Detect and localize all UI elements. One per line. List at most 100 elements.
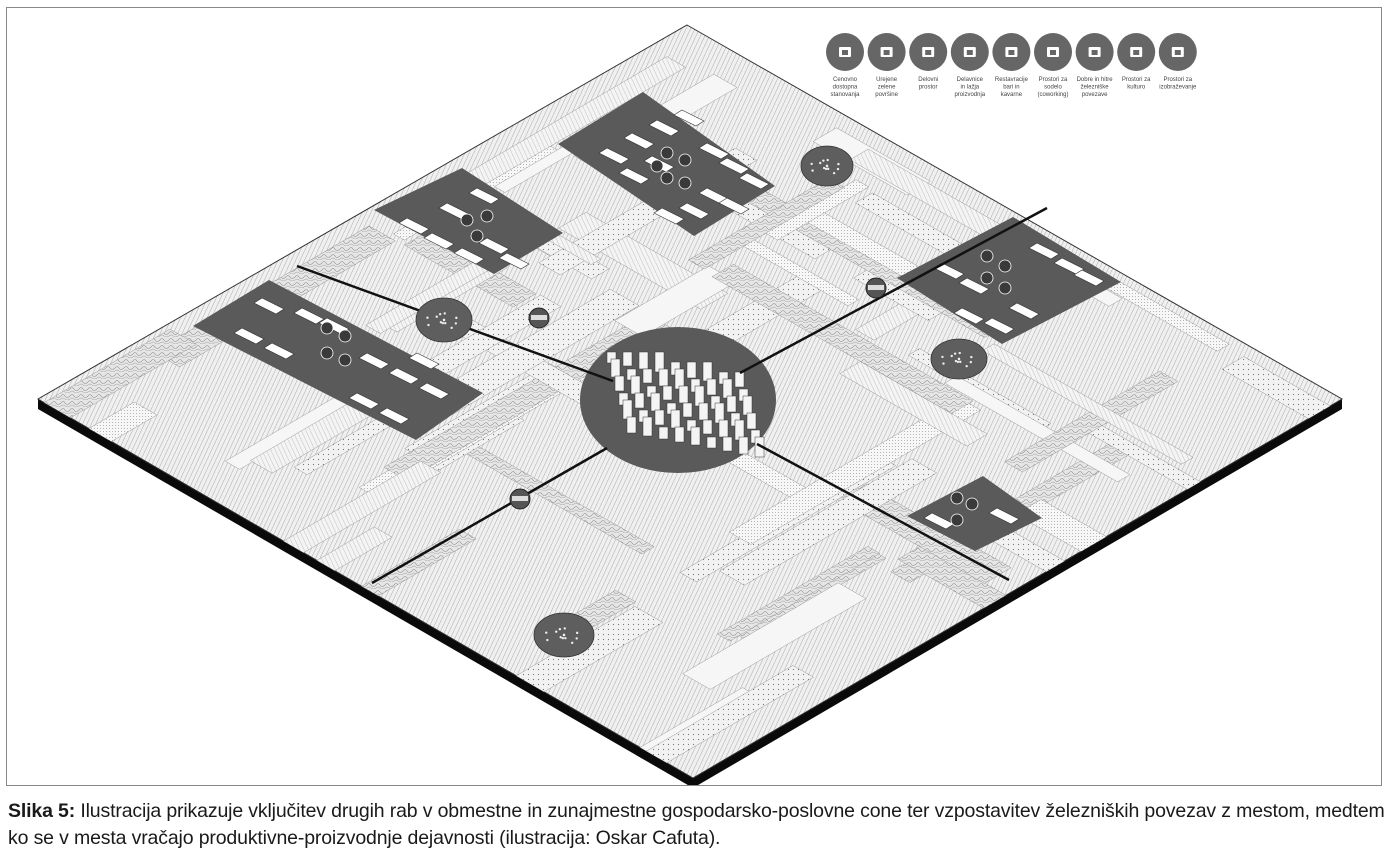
train-icon: [1075, 33, 1114, 71]
building-block: [418, 382, 450, 400]
zone-amenity-icon: [320, 321, 334, 335]
tree-dot: [822, 166, 826, 170]
field-strip: [716, 546, 881, 642]
tree-dot: [564, 636, 567, 640]
desk-worker-icon: [909, 33, 948, 71]
wrench-icon: [950, 33, 989, 71]
tree-dot: [441, 321, 445, 325]
city-tower: [722, 378, 733, 399]
zone-amenity-icon: [460, 213, 474, 227]
legend-label-line: Dobre in hitre: [1077, 77, 1114, 83]
zone-east: [897, 217, 1121, 344]
field-strip: [719, 458, 938, 586]
city-tower: [622, 399, 633, 420]
tree-dot: [555, 630, 558, 633]
station-marker-nw: [528, 307, 550, 329]
caption-label: Slika 5:: [8, 800, 76, 822]
building-block: [263, 342, 295, 360]
tree-dot: [965, 364, 968, 368]
zone-west: [193, 280, 483, 440]
tree-dot: [836, 167, 840, 171]
legend-label-line: Delavnice: [957, 77, 984, 83]
zone-amenity-icon: [338, 329, 352, 343]
legend-label-line: železniške: [1081, 85, 1110, 91]
building-block: [673, 109, 705, 127]
building-block: [378, 407, 410, 425]
caption-text: Ilustracija prikazuje vključitev drugih …: [8, 800, 1385, 849]
tree-dot: [953, 352, 957, 355]
tree-dot: [558, 627, 562, 631]
zone-amenity-icon: [320, 346, 334, 360]
tree-dot: [826, 158, 829, 162]
city-tower: [690, 426, 701, 446]
legend-label-line: (coworking): [1037, 92, 1068, 98]
city-tower: [614, 375, 625, 392]
city-tower: [610, 358, 621, 378]
legend-label-line: proizvodnja: [954, 92, 985, 98]
field-strip: [1004, 370, 1179, 473]
zone-amenity-icon: [660, 146, 674, 160]
tree-dot: [450, 326, 453, 330]
building-block: [388, 367, 420, 385]
building-block: [453, 247, 485, 265]
tree-dot: [442, 318, 446, 322]
graduation-cap-icon: [1158, 33, 1197, 71]
zone-amenity-icon: [965, 497, 979, 511]
tree-dot: [941, 355, 944, 359]
tree-dot: [575, 637, 578, 640]
legend-label-line: dostopna: [833, 85, 858, 91]
zone-amenity-icon: [650, 159, 664, 173]
building-block: [953, 307, 985, 325]
building-block: [738, 172, 770, 190]
legend-label-line: kavarne: [1001, 92, 1023, 98]
city-tower: [658, 368, 669, 387]
coworking-icon: [1034, 33, 1072, 71]
tree-icon: [867, 33, 906, 71]
legend-label-line: zelene: [878, 85, 896, 91]
station-marker-ne: [865, 277, 887, 299]
tree-dot: [426, 316, 429, 319]
tree-dot: [561, 636, 565, 640]
city-tower: [662, 385, 673, 401]
isometric-illustration: CenovnodostopnastanovanjaUrejenezelenepo…: [37, 24, 1343, 785]
city-tower: [642, 368, 653, 384]
buildings: [233, 109, 1105, 530]
city-tower: [726, 395, 737, 413]
zone-amenity-icon: [998, 281, 1012, 295]
city-tower: [622, 351, 633, 367]
tree-dot: [444, 321, 447, 325]
building-block: [358, 352, 390, 370]
tree-dot: [825, 164, 829, 168]
tree-dot: [954, 359, 958, 363]
building-block: [718, 157, 750, 175]
zone-amenity-icon: [678, 176, 692, 190]
tree-dot: [837, 162, 840, 166]
building-block: [618, 167, 650, 185]
field-strip: [711, 263, 974, 414]
building-block: [648, 119, 680, 137]
zone-amenity-icon: [338, 353, 352, 367]
field-strip: [615, 665, 814, 778]
city-tower: [698, 402, 709, 421]
building-block: [1073, 269, 1105, 287]
city-tower: [718, 419, 729, 438]
building-block: [253, 297, 285, 315]
building-block: [653, 207, 685, 225]
field-strip: [38, 328, 197, 488]
legend-label-line: Prostori za: [1163, 77, 1192, 83]
city-tower: [682, 402, 693, 418]
tree-dot: [571, 641, 574, 645]
figure-caption: Slika 5: Ilustracija prikazuje vključite…: [8, 798, 1386, 852]
building-block: [1008, 302, 1040, 320]
city-tower: [638, 351, 649, 370]
city-tower: [706, 378, 717, 396]
building-block: [678, 202, 710, 220]
building-block: [698, 142, 730, 160]
tree-dot: [826, 167, 830, 171]
building-block: [988, 507, 1020, 525]
culture-icon: [1117, 33, 1156, 71]
